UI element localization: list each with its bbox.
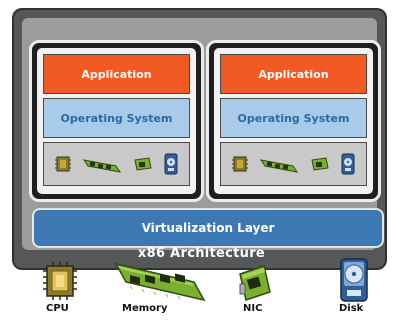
operating-system-layer: Operating System [43,98,190,138]
nic-icon [239,265,271,301]
memory-icon [114,262,206,302]
disk-icon [340,258,368,302]
disk-icon [341,153,355,175]
disk-label: Disk [339,303,364,314]
architecture-label: x86 Architecture [137,246,266,261]
virtual-hardware-layer [43,142,190,186]
cpu-label: CPU [46,303,69,314]
virtualization-layer: Virtualization Layer [32,208,384,248]
application-layer: Application [43,54,190,94]
memory-icon [83,159,122,173]
host-machine: Application Operating System [12,8,387,270]
cpu-icon [232,156,249,172]
virtual-machine-1: Application Operating System [29,40,204,202]
virtual-machine-1-body: Application Operating System [37,48,196,194]
disk-icon [164,153,178,175]
virtual-machine-2: Application Operating System [206,40,381,202]
cpu-icon [55,156,72,172]
virtual-hardware-layer [220,142,367,186]
cpu-icon [43,262,77,300]
nic-icon [310,157,329,171]
memory-label: Memory [122,303,168,314]
operating-system-layer: Operating System [220,98,367,138]
virtual-machine-2-body: Application Operating System [214,48,373,194]
nic-icon [133,157,152,171]
application-layer: Application [220,54,367,94]
nic-label: NIC [243,303,263,314]
host-machine-panel: Application Operating System [22,18,384,250]
memory-icon [260,159,299,173]
